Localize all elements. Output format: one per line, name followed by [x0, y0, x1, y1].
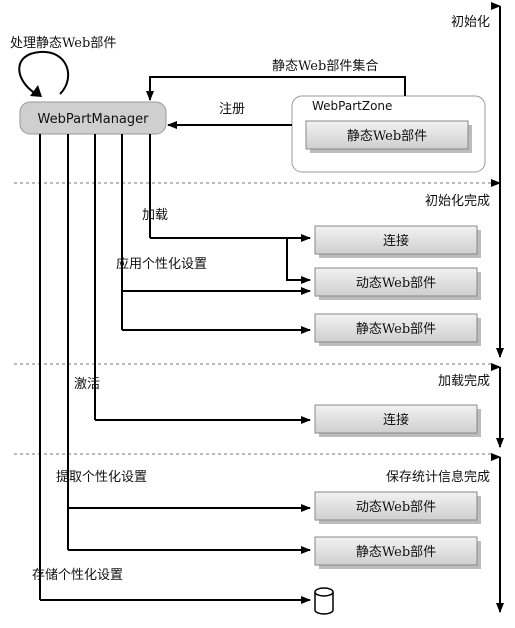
apply-personalization-label: 应用个性化设置	[116, 256, 207, 272]
static-collection-label: 静态Web部件集合	[272, 58, 378, 74]
webpart-zone: WebPartZone 静态Web部件	[291, 95, 486, 173]
phase-label-init-done: 初始化完成	[425, 194, 490, 209]
database-icon	[314, 587, 334, 615]
store-personalization-label: 存储个性化设置	[32, 568, 123, 583]
apply-personalization-arrows	[122, 287, 311, 334]
dynamic-parts-label: 动态Web部件	[356, 276, 436, 291]
self-loop-label: 处理静态Web部件	[10, 36, 116, 51]
static-parts-label-2: 静态Web部件	[356, 545, 436, 560]
webpart-manager-label: WebPartManager	[38, 112, 150, 127]
static-collection-arrow	[146, 76, 406, 101]
static-parts-box: 静态Web部件	[314, 313, 481, 346]
dynamic-parts-box: 动态Web部件	[314, 267, 481, 300]
phase-label-init: 初始化	[451, 15, 490, 30]
webpart-manager-box: WebPartManager	[19, 101, 167, 135]
extract-personalization-arrows	[68, 504, 311, 554]
load-label: 加载	[142, 208, 168, 223]
connections-label: 连接	[383, 233, 409, 249]
register-label: 注册	[219, 102, 245, 117]
phase-label-load-done: 加载完成	[438, 374, 490, 389]
self-loop-arrow	[18, 50, 70, 97]
load-arrows	[150, 234, 311, 284]
dynamic-parts-label-2: 动态Web部件	[356, 500, 436, 515]
static-parts-label: 静态Web部件	[356, 322, 436, 337]
connections-box-2: 连接	[314, 404, 481, 437]
phase-label-save-done: 保存统计信息完成	[386, 469, 490, 485]
connections-box: 连接	[314, 225, 481, 258]
static-parts-box-2: 静态Web部件	[314, 536, 481, 569]
connections-label-2: 连接	[383, 412, 409, 428]
zone-static-part-label: 静态Web部件	[347, 129, 427, 144]
activate-label: 激活	[74, 377, 100, 392]
dynamic-parts-box-2: 动态Web部件	[314, 491, 481, 524]
extract-personalization-label: 提取个性化设置	[56, 469, 147, 485]
webpart-zone-label: WebPartZone	[312, 99, 392, 113]
